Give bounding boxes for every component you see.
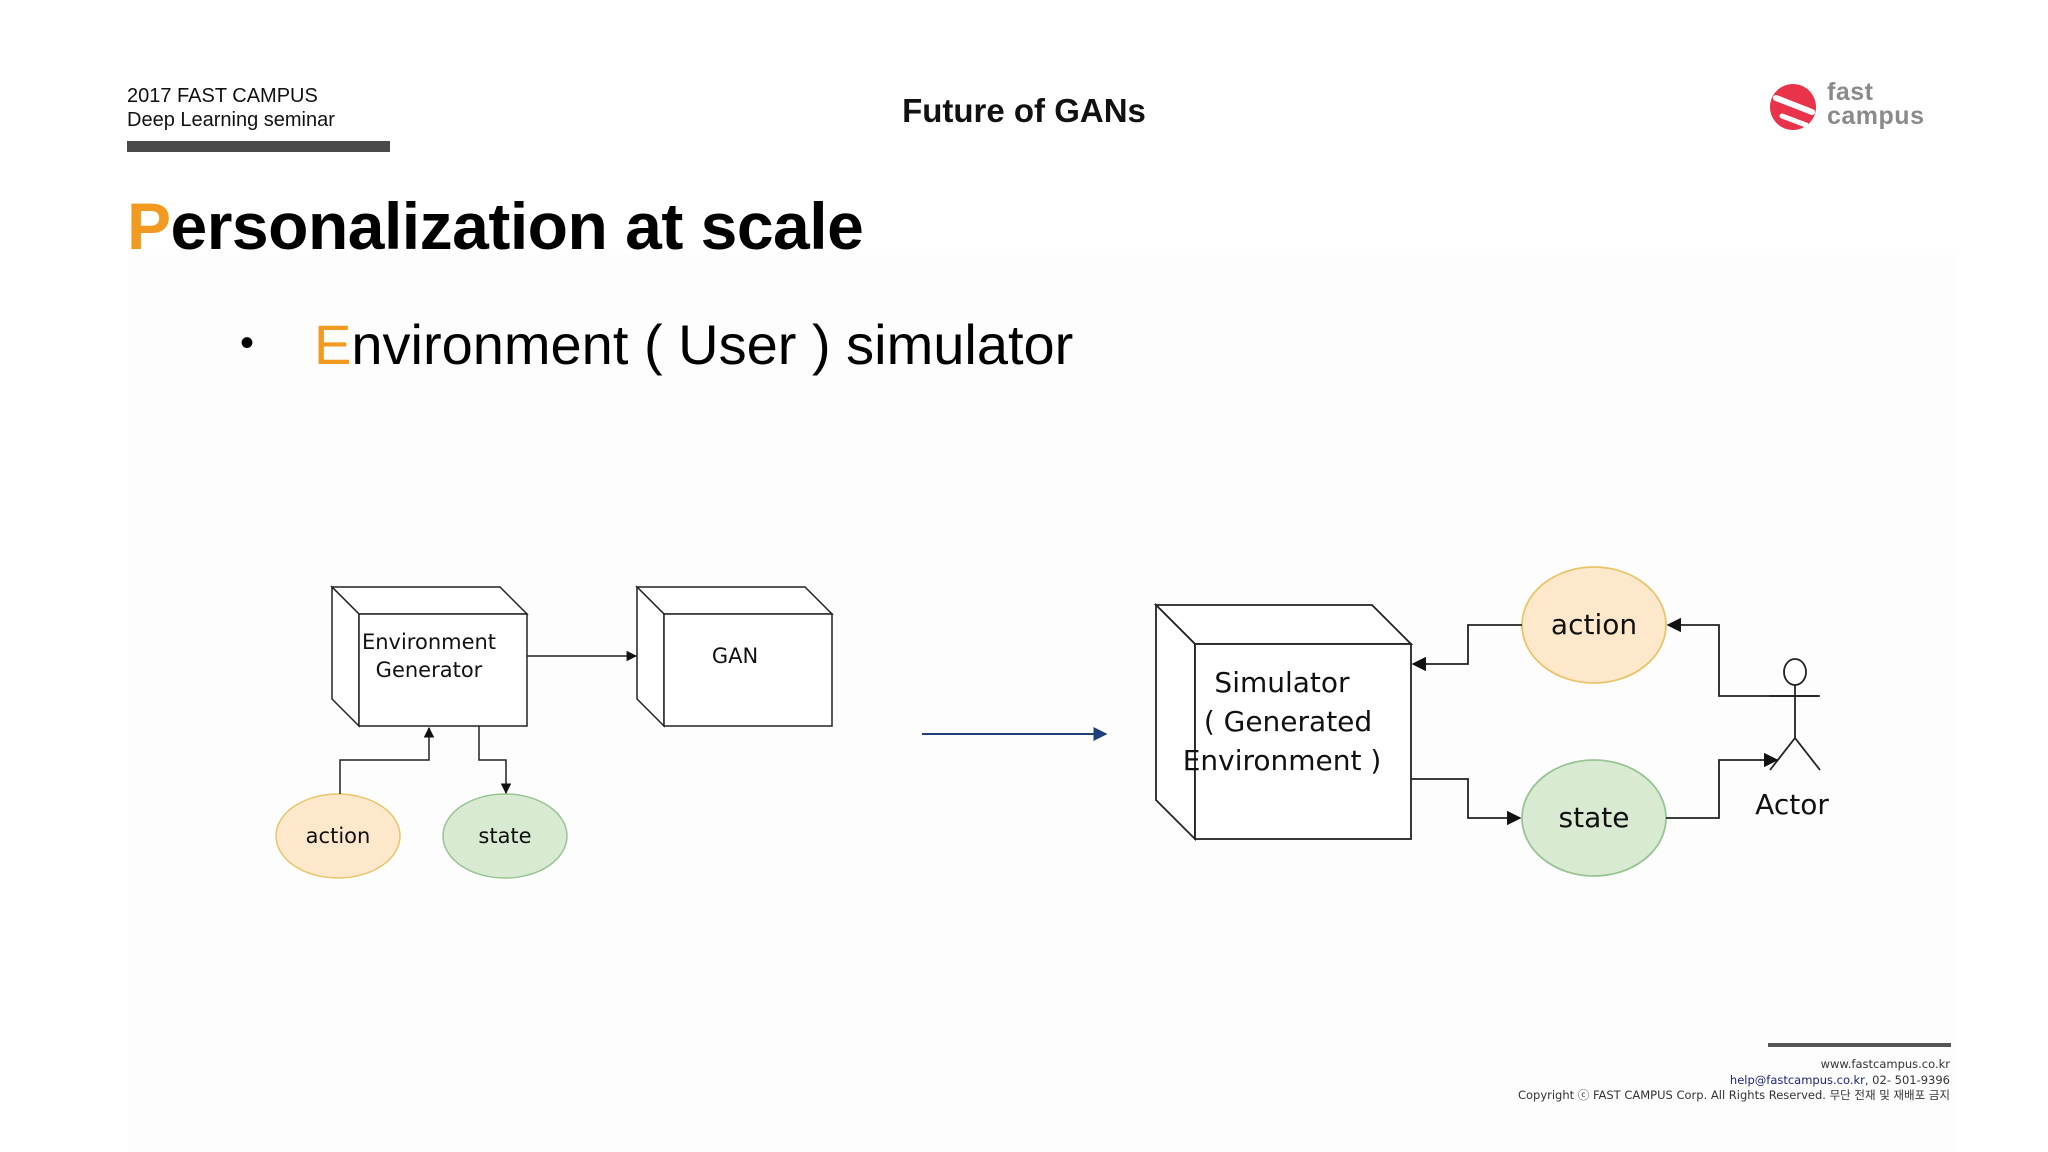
logo-text-line1: fast xyxy=(1827,78,1874,106)
title-first-letter: P xyxy=(127,189,171,263)
action-node-left: action xyxy=(275,793,401,879)
actor-label: Actor xyxy=(1755,788,1829,821)
header-org-line2: Deep Learning seminar xyxy=(127,109,335,131)
footer-email: help@fastcampus.co.kr xyxy=(1729,1072,1865,1087)
state-label-left: state xyxy=(478,824,531,848)
title-rest: ersonalization at scale xyxy=(170,189,864,263)
arrow-action-to-generator xyxy=(339,726,435,794)
footer-copyright: Copyright ⓒ FAST CAMPUS Corp. All Rights… xyxy=(1517,1088,1950,1102)
footer-website: www.fastcampus.co.kr xyxy=(1820,1057,1950,1071)
simulator-label-2: ( Generated xyxy=(1204,705,1372,738)
environment-generator-box: Environment Generator xyxy=(330,585,529,728)
simulator-box: Simulator ( Generated Environment ) xyxy=(1153,602,1414,842)
footer: www.fastcampus.co.kr help@fastcampus.co.… xyxy=(1518,1057,1950,1104)
footer-divider xyxy=(1768,1043,1951,1047)
bullet-first-letter: E xyxy=(314,313,352,376)
gan-label: GAN xyxy=(712,644,758,668)
logo-text-line2: campus xyxy=(1827,102,1925,130)
footer-contact: help@fastcampus.co.kr, 02- 501-9396 xyxy=(1518,1073,1950,1089)
gan-box: GAN xyxy=(635,585,834,728)
arrow-generator-to-state xyxy=(478,726,512,795)
header-org: 2017 FAST CAMPUS Deep Learning seminar xyxy=(127,84,335,132)
actor-figure-icon xyxy=(1769,658,1821,771)
state-label-right: state xyxy=(1559,801,1630,834)
action-node-right: action xyxy=(1521,566,1667,684)
slide-title: Personalization at scale xyxy=(127,188,864,264)
arrow-action-to-simulator xyxy=(1411,624,1522,672)
state-node-right: state xyxy=(1521,759,1667,877)
logo-mark-icon xyxy=(1770,84,1816,130)
bullet-item: • Environment ( User ) simulator xyxy=(240,312,1073,377)
header-org-line1: 2017 FAST CAMPUS xyxy=(127,85,318,107)
arrow-actor-to-action xyxy=(1666,617,1818,697)
header-bar xyxy=(127,141,390,152)
env-generator-label-2: Generator xyxy=(376,658,483,682)
env-generator-label-1: Environment xyxy=(362,630,496,654)
logo-text: fast campus xyxy=(1827,78,1925,130)
arrow-state-to-actor xyxy=(1666,752,1779,819)
bullet-rest: nvironment ( User ) simulator xyxy=(351,313,1074,376)
section-title: Future of GANs xyxy=(902,92,1146,129)
bullet-marker: • xyxy=(240,320,255,365)
footer-phone: , 02- 501-9396 xyxy=(1864,1072,1950,1087)
arrow-simulator-to-state xyxy=(1411,778,1522,826)
action-label-left: action xyxy=(306,824,371,848)
simulator-label-1: Simulator xyxy=(1214,666,1350,699)
simulator-label-3: Environment ) xyxy=(1183,744,1382,777)
fastcampus-logo: fast campus xyxy=(1770,80,1970,140)
action-label-right: action xyxy=(1551,608,1637,641)
state-node-left: state xyxy=(442,793,568,879)
